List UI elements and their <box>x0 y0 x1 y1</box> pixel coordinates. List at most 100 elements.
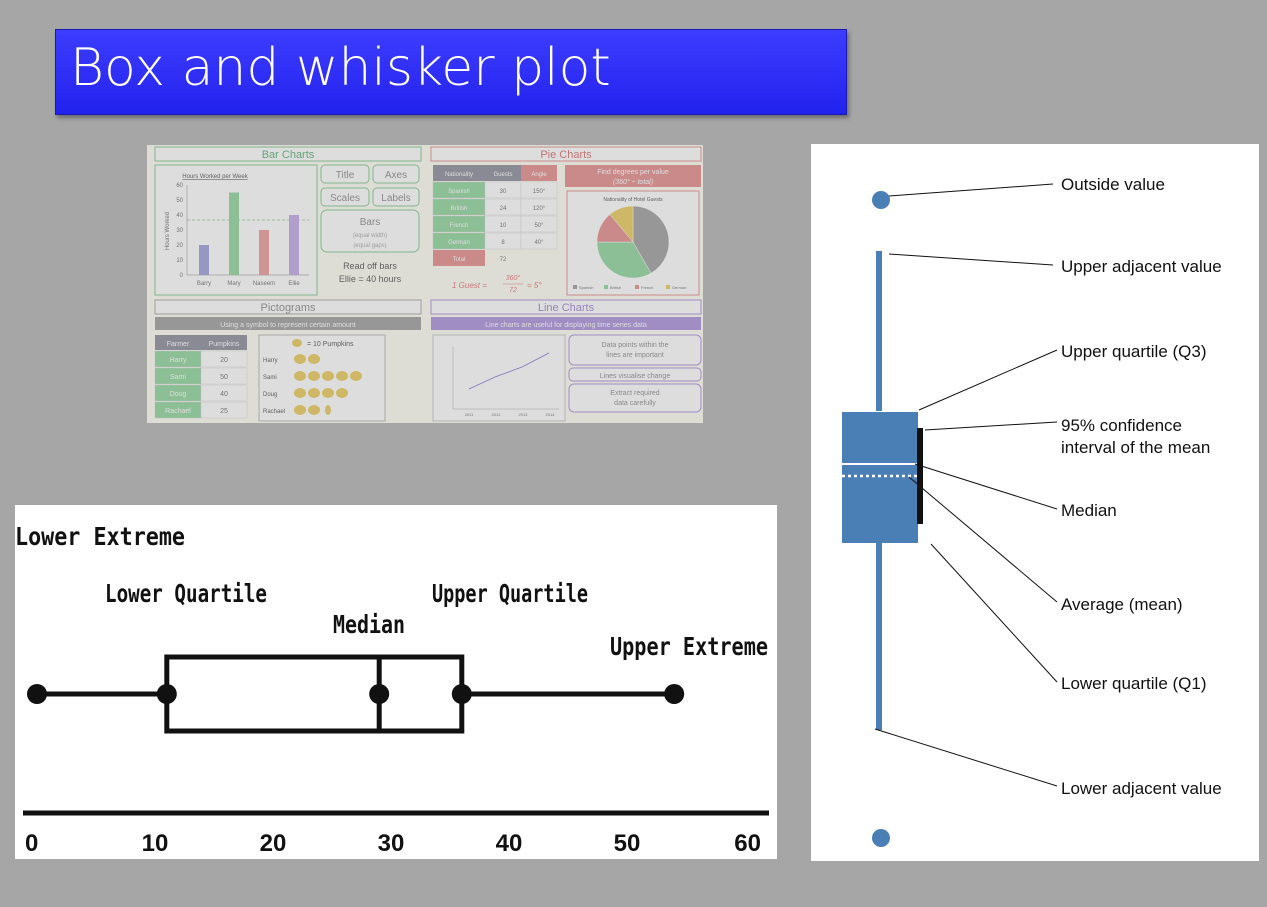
pie-table-cell: British <box>451 206 468 212</box>
box <box>842 412 918 543</box>
pictogram-table-cell: 25 <box>220 408 228 415</box>
pumpkin-icon <box>294 354 306 364</box>
bars-note-1: (equal width) <box>353 233 387 239</box>
line-note-2: Lines visualise change <box>600 373 671 380</box>
formula-left: 1 Guest = <box>452 281 487 290</box>
pictogram-row-label: Sami <box>263 375 277 381</box>
pie-legend-item: British <box>610 285 621 290</box>
pie-table-cell: 150° <box>533 189 546 195</box>
outside-value-point <box>872 191 890 209</box>
pictogram-row-label: Harry <box>263 358 278 364</box>
bar-charts-heading: Bar Charts <box>262 149 315 161</box>
bars-note-2: (equal gaps) <box>353 243 386 249</box>
ci-label-line-1: 95% confidence <box>1061 416 1182 435</box>
pie-table-cell: French <box>450 223 469 229</box>
number-line-tick: 30 <box>378 830 405 857</box>
formula-numerator: 360° <box>506 274 521 282</box>
bars-heading: Bars <box>360 217 381 228</box>
line-series <box>468 352 550 390</box>
bar-y-tick: 30 <box>176 228 183 234</box>
line-x-tick: 2013 <box>519 412 529 417</box>
lower-outside-point <box>872 829 890 847</box>
pumpkin-icon <box>350 371 362 381</box>
pie-charts-heading: Pie Charts <box>540 149 592 161</box>
line-charts-heading: Line Charts <box>538 302 595 314</box>
annotated-box-plot-panel: Outside value Upper adjacent value Upper… <box>811 144 1259 861</box>
pie-title: Nationality of Hotel Guests <box>603 197 663 203</box>
pie-table-cell: 8 <box>501 240 505 246</box>
q1-label: Lower quartile (Q1) <box>1061 674 1207 693</box>
pie-table-cell: 50° <box>534 223 544 229</box>
bar-y-tick: 10 <box>176 258 183 264</box>
tag-axes: Axes <box>385 170 407 181</box>
title-bar: Box and whisker plot <box>55 29 847 115</box>
pie-table-cell: 10 <box>500 223 507 229</box>
number-line-tick: 40 <box>496 830 523 857</box>
pictograms-banner: Using a symbol to represent certain amou… <box>220 322 355 329</box>
bar <box>259 230 269 275</box>
bar-y-tick: 0 <box>180 273 184 279</box>
pumpkin-icon <box>308 388 320 398</box>
pictogram-table-header: Pumpkins <box>209 341 240 348</box>
pie-slice <box>596 241 652 279</box>
pie-legend-item: Spanish <box>579 285 593 290</box>
pie-slice <box>632 205 670 274</box>
lower-extreme-label: Lower Extreme <box>15 522 185 551</box>
pumpkin-icon <box>322 388 334 398</box>
pictogram-table-cell: 40 <box>220 391 228 398</box>
line-x-tick: 2014 <box>546 412 556 417</box>
pumpkin-icon <box>294 405 306 415</box>
pie-chart <box>596 205 670 279</box>
page-title: Box and whisker plot <box>70 38 611 98</box>
pie-legend-item: French <box>641 285 653 290</box>
pumpkin-icon <box>336 371 348 381</box>
pictogram-key: = 10 Pumpkins <box>307 341 354 348</box>
box-plot <box>27 654 685 734</box>
number-line-tick: 20 <box>260 830 287 857</box>
bar-x-label: Ellie <box>288 281 300 287</box>
pumpkin-icon <box>336 388 348 398</box>
number-line-tick: 10 <box>142 830 169 857</box>
bar <box>289 215 299 275</box>
lower-extreme-point <box>27 684 47 704</box>
upper-quartile-label: Upper Quartile <box>432 579 588 608</box>
line-x-tick: 2011 <box>465 412 474 417</box>
tag-title: Title <box>336 170 355 181</box>
pie-table-cell: 120° <box>533 206 546 212</box>
number-line-tick: 60 <box>734 830 761 857</box>
pictogram-row-label: Rachael <box>263 409 285 415</box>
bar <box>229 192 239 275</box>
pie-table-header: Nationality <box>445 172 473 178</box>
pie-table-header: Angle <box>531 172 547 178</box>
median-label: Median <box>1061 501 1117 520</box>
reference-collage: Bar Charts Hours Worked per Week Hours W… <box>147 145 703 423</box>
find-formula: (360° ÷ total) <box>613 178 653 186</box>
tag-scales: Scales <box>330 193 360 204</box>
example-text: Ellie = 40 hours <box>339 274 402 284</box>
upper-adjacent-label: Upper adjacent value <box>1061 257 1222 276</box>
formula-right: = 5° <box>527 281 542 290</box>
pictogram-table-cell: 20 <box>220 357 228 364</box>
bar <box>199 245 209 275</box>
upper-extreme-point <box>664 684 685 704</box>
bar-y-tick: 20 <box>176 243 183 249</box>
pie-table-total-value: 72 <box>500 257 507 263</box>
bar-x-label: Mary <box>227 281 240 287</box>
bar-y-tick: 50 <box>176 198 183 204</box>
pie-table-cell: 24 <box>500 206 507 212</box>
read-off-text: Read off bars <box>343 261 397 271</box>
line-charts-banner: Line charts are useful for displaying ti… <box>485 322 647 329</box>
mean-label: Average (mean) <box>1061 595 1183 614</box>
pictogram-table-cell: 50 <box>220 374 228 381</box>
pie-table-cell: Spanish <box>448 189 470 195</box>
pie-table-header: Guests <box>493 172 512 178</box>
pumpkin-icon <box>325 405 331 415</box>
tag-labels: Labels <box>381 193 410 204</box>
bar-y-tick: 40 <box>176 213 183 219</box>
